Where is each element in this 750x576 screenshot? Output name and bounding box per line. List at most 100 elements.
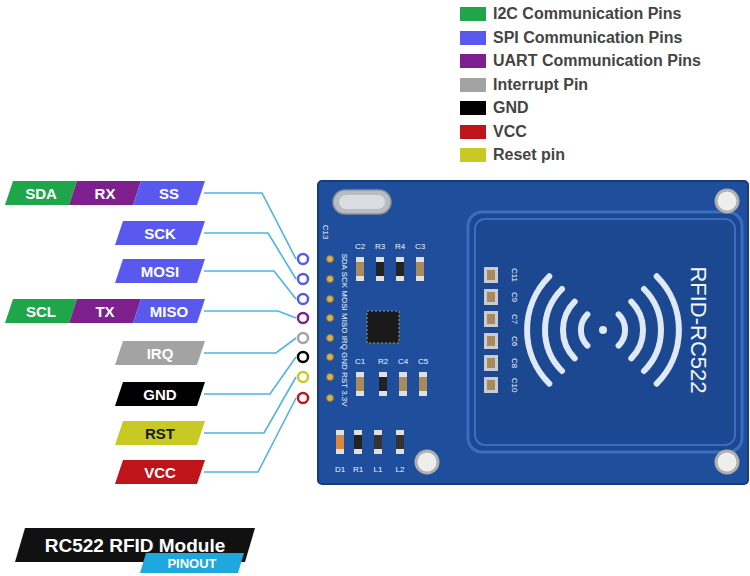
tag-fill (133, 181, 205, 205)
leader-line (204, 233, 296, 279)
power-pin-tag: VCC (115, 460, 205, 484)
pin-label: MOSI (141, 264, 179, 279)
top-components (356, 257, 424, 281)
legend-swatch (460, 54, 486, 68)
smd-pad (356, 257, 364, 281)
pin-label: RST (145, 426, 175, 441)
smd-pad (374, 430, 382, 454)
header-holes (327, 256, 334, 402)
pin-label: IRQ (147, 346, 174, 361)
legend-text: I2C Communication Pins (493, 6, 681, 22)
smd-body (354, 435, 362, 449)
antenna-trace (468, 212, 742, 452)
crystal-top (339, 195, 385, 209)
legend-row: Interrupt Pin (460, 77, 588, 93)
header-hole (327, 335, 334, 342)
spi-pin-tag: SCK (115, 221, 205, 245)
silkscreen-label: C5 (418, 358, 428, 366)
tag-fill (115, 460, 205, 484)
legend-swatch (460, 125, 486, 139)
pinout-badge: PINOUT (140, 553, 244, 573)
tag-fill (115, 221, 205, 245)
capacitor-pad (484, 377, 498, 393)
legend-swatch (460, 31, 486, 45)
interrupt-pin-tag: IRQ (115, 341, 205, 365)
smd-body (396, 262, 404, 276)
wave-arc (527, 276, 549, 383)
legend-row: SPI Communication Pins (460, 30, 682, 46)
silkscreen-label: C3 (415, 243, 425, 251)
leader-line (204, 338, 296, 353)
legend-text: SPI Communication Pins (493, 30, 682, 46)
capacitor-pad (484, 267, 498, 283)
capacitor-pad (484, 355, 498, 371)
silkscreen-label: C7 (510, 314, 518, 324)
smd-pad (399, 372, 407, 396)
pin-label: SDA (25, 186, 57, 201)
pin-label: GND (143, 387, 176, 402)
header-hole (327, 315, 334, 322)
uart-pin-tag: RX (69, 181, 141, 205)
pin-label: VCC (144, 465, 176, 480)
smd-pad (419, 372, 427, 396)
pin-markers (298, 254, 308, 403)
silkscreen-label: C8 (510, 358, 518, 368)
tag-fill (115, 259, 205, 283)
legend-row: UART Communication Pins (460, 53, 701, 69)
tag-fill (69, 299, 141, 323)
i2c-pin-tag: SCL (5, 299, 77, 323)
smd-body (379, 377, 387, 391)
tag-fill (5, 181, 77, 205)
legend-swatch (460, 78, 486, 92)
pin-label: SS (159, 186, 179, 201)
wave-arc (619, 314, 625, 345)
wave-arc (545, 289, 562, 371)
tag-fill (115, 382, 205, 406)
header-hole (327, 296, 334, 303)
legend-row: I2C Communication Pins (460, 6, 681, 22)
header-hole (327, 354, 334, 361)
smd-body (396, 435, 404, 449)
antenna-trace (475, 219, 735, 445)
smd-pad (354, 430, 362, 454)
rc522-chip (367, 311, 399, 343)
pin-marker (298, 274, 308, 284)
silkscreen-label: R3 (375, 243, 385, 251)
uart-pin-tag: TX (69, 299, 141, 323)
legend-swatch (460, 148, 486, 162)
capacitor-body (487, 292, 495, 302)
smd-pad (376, 257, 384, 281)
spi-pin-tag: MOSI (115, 259, 205, 283)
silkscreen-label: C1 (355, 358, 365, 366)
smd-pad (356, 372, 364, 396)
leader-line (204, 311, 296, 318)
header-hole (327, 374, 334, 381)
pin-label: SCL (26, 304, 56, 319)
legend-text: VCC (493, 124, 527, 140)
silkscreen-label: C11 (510, 268, 518, 282)
silkscreen-label: C9 (510, 292, 518, 302)
pin-label: RX (95, 186, 116, 201)
pin-marker (298, 352, 308, 362)
legend-text: Reset pin (493, 147, 565, 163)
crystal-can (333, 190, 391, 214)
smd-body (419, 377, 427, 391)
leader-line (204, 193, 296, 259)
legend-swatch (460, 7, 486, 21)
pin-label: MISO (150, 304, 188, 319)
smd-body (356, 262, 364, 276)
capacitor-body (487, 380, 495, 390)
header-hole (327, 395, 334, 402)
pin-marker (298, 372, 308, 382)
silkscreen-label: L1 (374, 466, 383, 474)
silkscreen-label: C2 (355, 243, 365, 251)
silkscreen-label: D1 (335, 466, 345, 474)
pin-marker (298, 313, 308, 323)
wave-arc (657, 276, 679, 383)
tag-fill (5, 299, 77, 323)
capacitor-body (487, 270, 495, 280)
reset-pin-tag: RST (115, 421, 205, 445)
capacitor-body (487, 358, 495, 368)
pin-label: RC522 RFID Module (45, 536, 226, 555)
pin-marker (298, 294, 308, 304)
